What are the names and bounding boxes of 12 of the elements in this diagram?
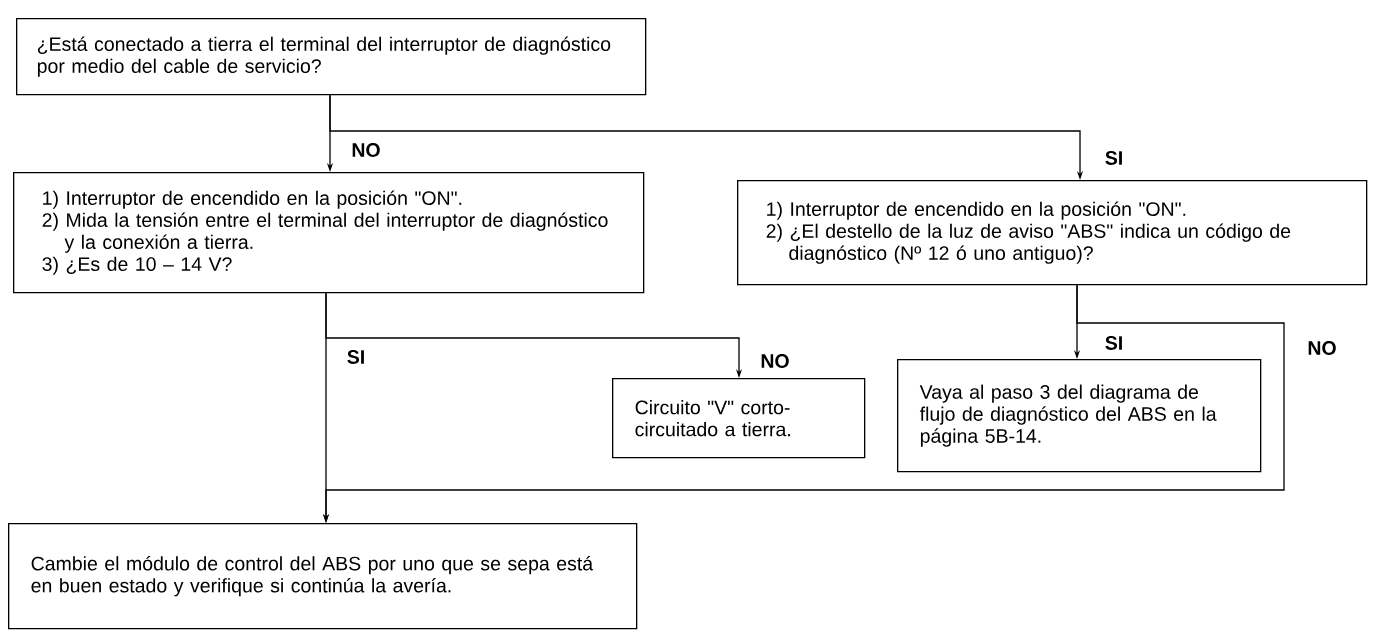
edge-label: NO (759, 353, 791, 369)
edge-label: NO (1306, 340, 1338, 356)
process-box: Cambie el módulo de control del ABS por uno que se sepa está en buen estado y verifique si continúa la avería. (8, 523, 638, 630)
edge-label: SI (345, 349, 367, 365)
edge-label: SI (1103, 150, 1125, 166)
process-box: 1) Interruptor de encendido en la posición "ON". 2) ¿El destello de la luz de aviso "ABS" indica un código de diagnóstico (Nº 12 ó uno antiguo)? (737, 180, 1368, 286)
edge-label: SI (1103, 335, 1125, 351)
process-box: Circuito "V" corto-circuitado a tierra. (612, 378, 866, 459)
edge-label: NO (350, 142, 382, 158)
process-box: Vaya al paso 3 del diagrama de flujo de diagnóstico del ABS en la página 5B-14. (897, 359, 1262, 473)
question-box: ¿Está conectado a tierra el terminal del interruptor de diagnóstico por medio del cable de servicio? (16, 18, 647, 96)
process-box: 1) Interruptor de encendido en la posición "ON". 2) Mida la tensión entre el terminal del interruptor de diagnóstico y la conexión a tierra. 3) ¿Es de 10 – 14 V? (13, 172, 645, 294)
